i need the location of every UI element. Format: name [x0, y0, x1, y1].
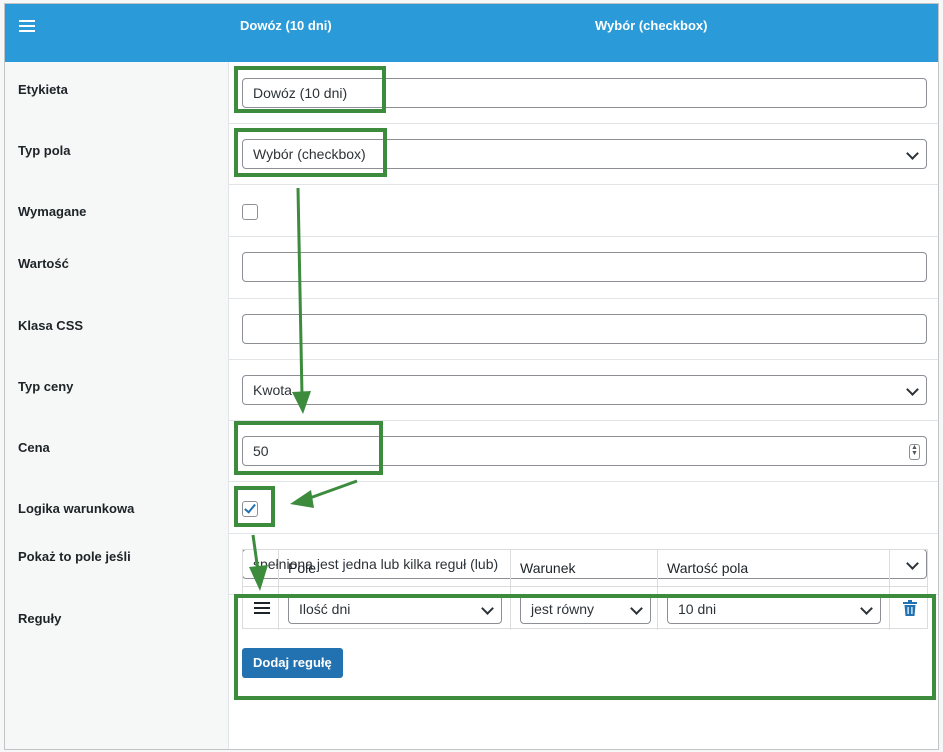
field-editor-panel: Dowóz (10 dni) Wybór (checkbox) Etykieta… — [4, 3, 939, 750]
wartosc-col — [658, 586, 890, 630]
row-price: Cena 50 ▲▼ — [5, 420, 938, 482]
field-type-value: Wybór (checkbox) — [253, 146, 366, 162]
label-reguly: Reguły — [18, 611, 62, 626]
header-pole: Pole — [288, 560, 317, 576]
price-type-select[interactable]: Kwota — [242, 375, 927, 405]
required-checkbox[interactable] — [242, 204, 258, 220]
field-header-bar[interactable]: Dowóz (10 dni) Wybór (checkbox) — [5, 4, 938, 62]
annotation-box-price — [234, 421, 383, 475]
annotation-box-type — [234, 128, 387, 177]
label-wartosc: Wartość — [18, 256, 69, 271]
label-cena: Cena — [18, 440, 50, 455]
hamburger-icon[interactable] — [19, 20, 35, 34]
spinner-icon[interactable]: ▲▼ — [909, 444, 920, 460]
row-value: Wartość — [5, 236, 938, 299]
row-required: Wymagane — [5, 184, 938, 237]
col-header-warunek: Warunek — [511, 550, 658, 586]
label-typ-ceny: Typ ceny — [18, 379, 74, 394]
label-input[interactable]: Dowóz (10 dni) — [242, 78, 927, 108]
pole-col — [279, 586, 511, 630]
annotation-box-label — [234, 66, 386, 113]
row-css: Klasa CSS — [5, 298, 938, 360]
row-type: Typ pola Wybór (checkbox) — [5, 123, 938, 185]
price-input[interactable]: 50 ▲▼ — [242, 436, 927, 466]
label-klasa-css: Klasa CSS — [18, 318, 84, 333]
label-typ-pola: Typ pola — [18, 143, 71, 158]
chevron-down-icon — [906, 147, 919, 160]
rule-field-value: Ilość dni — [299, 601, 351, 617]
row-price-type: Typ ceny Kwota — [5, 359, 938, 421]
warunek-col — [511, 586, 658, 630]
drag-handle-icon[interactable] — [254, 602, 270, 617]
col-header-wartosc-pola: Wartość pola — [658, 550, 890, 586]
drag-col-header — [243, 550, 279, 586]
label-pokaz: Pokaż to pole jeśli — [18, 549, 131, 564]
rules-table-header: Pole Warunek Wartość pola — [243, 550, 927, 587]
annotation-box-logic — [234, 486, 275, 527]
trash-icon[interactable] — [903, 600, 917, 616]
annotation-box-rules — [234, 594, 936, 700]
value-input[interactable] — [242, 252, 927, 282]
label-wymagane: Wymagane — [18, 204, 87, 219]
css-class-input[interactable] — [242, 314, 927, 344]
header-field-type: Wybór (checkbox) — [595, 18, 708, 33]
show-if-value: spełniona jest jedna lub kilka reguł (lu… — [253, 556, 499, 572]
drag-col — [243, 586, 279, 630]
label-etykieta: Etykieta — [18, 82, 68, 97]
price-value: 50 — [253, 443, 269, 459]
header-warunek: Warunek — [520, 560, 576, 576]
rule-condition-value: jest równy — [531, 601, 595, 617]
rule-value-select[interactable]: 10 dni — [667, 594, 881, 624]
add-rule-button[interactable]: Dodaj regułę — [242, 648, 343, 678]
field-type-select[interactable]: Wybór (checkbox) — [242, 139, 927, 169]
price-type-value: Kwota — [253, 382, 292, 398]
rule-value-value: 10 dni — [678, 601, 717, 617]
rule-field-select[interactable]: Ilość dni — [288, 594, 502, 624]
header-wartosc-pola: Wartość pola — [667, 560, 749, 576]
row-label: Etykieta Dowóz (10 dni) — [5, 62, 938, 124]
col-header-pole: Pole — [279, 550, 511, 586]
header-field-name: Dowóz (10 dni) — [240, 18, 332, 33]
chevron-down-icon — [906, 383, 919, 396]
row-conditional-logic: Logika warunkowa — [5, 481, 938, 534]
row-rules: Reguły — [5, 594, 938, 749]
conditional-logic-checkbox[interactable] — [242, 501, 258, 517]
label-logika: Logika warunkowa — [18, 501, 135, 516]
